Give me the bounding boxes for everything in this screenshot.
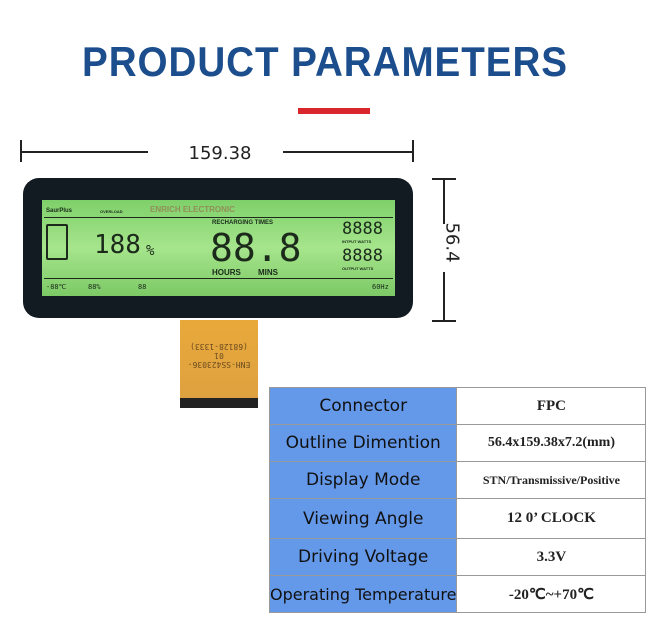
width-dimension: 159.38 (188, 143, 252, 164)
height-dimension: 56.4 (441, 222, 463, 263)
fpc-label: ENH-SS423036-01(68128-1333) (187, 342, 251, 369)
page-title: PRODUCT PARAMETERS (82, 38, 568, 85)
lcd-screen: SaurPlus OVERLOAD ENRICH ELECTRONIC 188 … (42, 200, 395, 296)
dimension-tick-right (412, 140, 414, 162)
title-underline (298, 108, 370, 114)
dimension-line (443, 272, 445, 320)
percent-sign: % (146, 243, 155, 259)
fpc-cable: ENH-SS423036-01(68128-1333) (180, 320, 258, 408)
spec-label: Connector (268, 387, 458, 425)
warning: 88 (138, 283, 147, 291)
spec-value: STN/Transmissive/Positive (456, 461, 647, 499)
temperature: -88℃ (46, 283, 67, 291)
output-label: OUTPUT WATTS (342, 266, 374, 271)
recharging-label: RECHARGING TIMES (212, 220, 274, 226)
hours-label: HOURS (212, 268, 241, 277)
battery-percent: 188 (94, 230, 141, 260)
spec-label: Driving Voltage (268, 538, 458, 576)
overload-label: OVERLOAD (100, 209, 123, 214)
watermark: ENRICH ELECTRONIC (150, 205, 235, 214)
battery-icon (46, 224, 68, 260)
spec-value: 56.4x159.38x7.2(mm) (456, 424, 647, 462)
mins-label: MINS (258, 268, 278, 277)
output-watts: 8888 (342, 246, 383, 266)
dimension-line (443, 178, 445, 224)
spec-label: Operating Temperature (268, 575, 458, 613)
input-label: INTPUT WATTS (342, 239, 372, 244)
spec-value: -20℃~+70℃ (456, 575, 647, 613)
spec-value: 12 0’ CLOCK (456, 498, 647, 539)
spec-value: 3.3V (456, 538, 647, 576)
time-display: 88.8 (210, 226, 302, 270)
spec-value: FPC (456, 387, 647, 425)
dimension-tick-bottom (432, 320, 456, 322)
input-watts: 8888 (342, 219, 383, 239)
frequency: 60Hz (372, 283, 389, 291)
dimension-line (20, 151, 148, 153)
humidity: 88% (88, 283, 101, 291)
spec-label: Display Mode (268, 461, 458, 499)
spec-label: Outline Dimention (268, 424, 458, 462)
dimension-line (283, 151, 413, 153)
spec-label: Viewing Angle (268, 498, 458, 539)
brand-logo: SaurPlus (46, 208, 73, 214)
table-row: Operating Temperature-20℃~+70℃ (268, 575, 647, 613)
